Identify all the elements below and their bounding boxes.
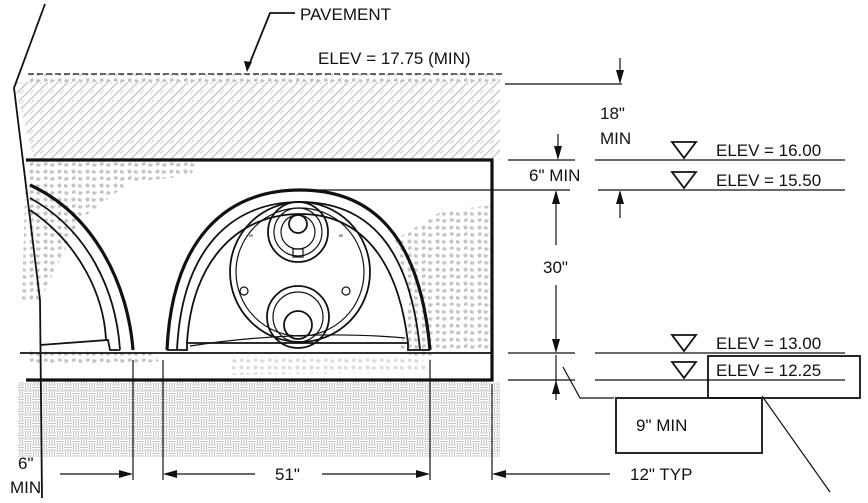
svg-text:= 13.00: = 13.00 [764, 334, 821, 353]
svg-text:ELEV: ELEV [716, 334, 760, 353]
cover-18-line1: 18" [600, 104, 625, 123]
elev-min-label: ELEV = 17.75 (MIN) [318, 49, 471, 68]
six-left-line1: 6" [18, 454, 34, 473]
svg-text:": " [249, 233, 253, 245]
elevation-marker-12-25: ELEV = 12.25 [670, 355, 861, 399]
twelve-typ: 12" TYP [630, 465, 692, 484]
vertical-dimensions: 18" MIN 6" MIN 30" [310, 58, 845, 400]
pavement-layer [28, 73, 505, 82]
base-layer [18, 382, 500, 457]
svg-text:": " [339, 233, 343, 245]
fifty-one: 51" [275, 465, 300, 484]
svg-text:= 16.00: = 16.00 [764, 141, 821, 160]
svg-text:ELEV: ELEV [716, 171, 760, 190]
nine-min-callout: 9" MIN [615, 395, 831, 493]
svg-text:ELEV: ELEV [716, 141, 760, 160]
svg-text:ELEV: ELEV [716, 361, 760, 380]
elevation-marker-16: ELEV = 16.00 [670, 141, 821, 160]
stone-backfill [22, 160, 492, 375]
svg-text:= 15.50: = 15.50 [764, 171, 821, 190]
cover-fill-layer [14, 82, 500, 160]
left-chamber [29, 183, 135, 351]
svg-text:= 12.25: = 12.25 [764, 361, 821, 380]
elevation-marker-13: ELEV = 13.00 [670, 334, 821, 353]
six-min-top: 6" MIN [529, 166, 580, 185]
elevation-marker-15-5: ELEV = 15.50 [670, 171, 821, 190]
excavation-line [13, 3, 46, 499]
chamber-unit: " " [165, 188, 432, 351]
pavement-callout: PAVEMENT ELEV = 17.75 (MIN) [244, 5, 471, 72]
horizontal-dimensions: 6" MIN 51" 12" TYP [10, 360, 692, 497]
chamber-bed [20, 158, 494, 382]
nine-min-label: 9" MIN [636, 416, 687, 435]
thirty-inch: 30" [543, 258, 568, 277]
pavement-label: PAVEMENT [300, 5, 391, 24]
cover-18-line2: MIN [600, 129, 631, 148]
six-left-line2: MIN [10, 478, 41, 497]
